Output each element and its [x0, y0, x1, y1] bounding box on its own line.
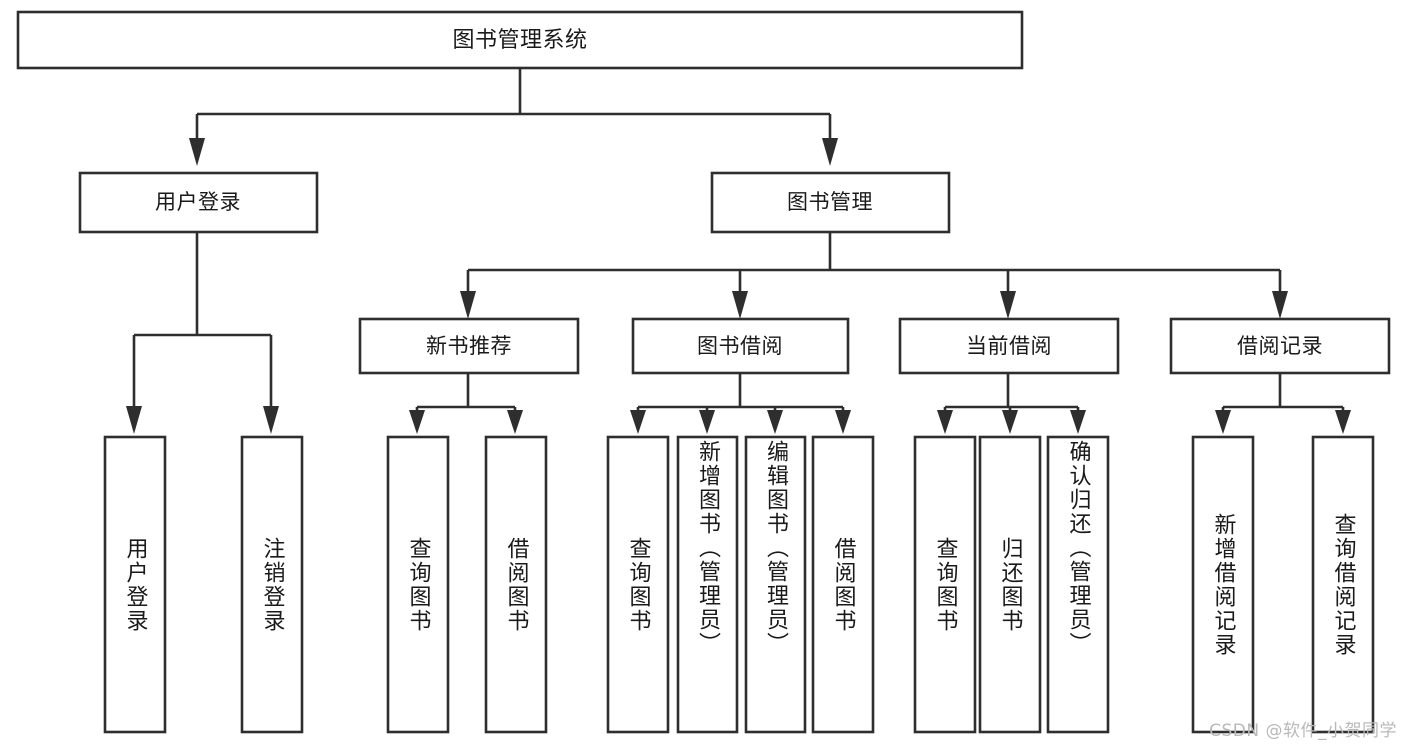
leaf-box-cb-2[interactable] [1046, 435, 1110, 734]
arrow-head-bb-1 [699, 410, 715, 434]
node-book-management[interactable]: 图书管理 [710, 171, 951, 234]
leaf-box-bb-0[interactable] [606, 435, 670, 734]
leaf-box-br-0[interactable] [1191, 435, 1255, 734]
watermark-text: CSDN @软件_小贺同学 [1209, 721, 1397, 741]
leaf-box-cb-0[interactable] [913, 435, 977, 734]
leaf-box-br-1[interactable] [1311, 435, 1375, 734]
arrow-head-nb-0 [409, 410, 425, 434]
node-borrow-record-box[interactable] [1169, 317, 1391, 375]
node-user-login[interactable]: 用户登录 [78, 171, 319, 234]
arrow-head-bm-2 [1000, 291, 1016, 319]
node-book-borrow-box[interactable] [631, 317, 850, 375]
arrow-head-bb-3 [835, 410, 851, 434]
node-new-book-recommend-box[interactable] [358, 317, 580, 375]
leaf-box-nb-0[interactable] [386, 435, 450, 734]
leaf-boxes-borrow-record [1191, 435, 1375, 734]
leaf-boxes-book-borrow [606, 435, 875, 734]
leaf-boxes-current-borrow [913, 435, 1110, 734]
arrow-head-ul-1 [263, 406, 279, 434]
arrow-head-bm-0 [460, 291, 476, 319]
arrow-head-nb-1 [507, 410, 523, 434]
arrow-head-bb-0 [630, 410, 646, 434]
leaf-box-bb-2[interactable] [744, 435, 807, 734]
node-current-borrow-label: 当前借阅 [966, 334, 1052, 358]
connector-group-book-borrow [630, 373, 851, 434]
leaf-box-bb-3[interactable] [811, 435, 875, 734]
arrow-head-br-1 [1335, 410, 1351, 434]
arrow-head-br-0 [1215, 410, 1231, 434]
arrow-head-bm-3 [1272, 291, 1288, 319]
arrow-head-bb-2 [767, 410, 783, 434]
leaf-box-ul-1[interactable] [240, 435, 304, 734]
node-book-management-box[interactable] [710, 171, 951, 234]
node-borrow-record-label: 借阅记录 [1237, 334, 1323, 358]
arrow-head-ul-0 [126, 406, 142, 434]
arrow-head-bm-1 [732, 291, 748, 319]
connector-group-current-borrow [937, 373, 1086, 434]
connector-group-root [189, 68, 838, 166]
leaf-box-cb-1[interactable] [978, 435, 1042, 734]
node-root-label: 图书管理系统 [452, 28, 587, 53]
node-book-management-label: 图书管理 [787, 190, 873, 214]
arrow-head-book-mgmt [822, 138, 838, 166]
connector-group-user-login [126, 232, 279, 434]
node-root[interactable]: 图书管理系统 [16, 10, 1024, 70]
node-book-borrow[interactable]: 图书借阅 [631, 317, 850, 375]
leaf-boxes-user-login [103, 435, 304, 734]
node-user-login-box[interactable] [78, 171, 319, 234]
leaf-box-bb-1[interactable] [676, 435, 739, 734]
arrow-head-cb-2 [1070, 410, 1086, 434]
node-current-borrow[interactable]: 当前借阅 [898, 317, 1120, 375]
connector-group-new-book [409, 373, 523, 434]
node-new-book-recommend[interactable]: 新书推荐 [358, 317, 580, 375]
connector-group-book-mgmt [460, 232, 1288, 319]
node-current-borrow-box[interactable] [898, 317, 1120, 375]
arrow-head-user-login [189, 138, 205, 166]
arrow-head-cb-1 [1002, 410, 1018, 434]
node-root-box[interactable] [16, 10, 1024, 70]
leaf-box-ul-0[interactable] [103, 435, 167, 734]
leaf-boxes-new-book-recommend [386, 435, 548, 734]
connector-group-borrow-record [1215, 373, 1351, 434]
node-book-borrow-label: 图书借阅 [697, 334, 783, 358]
arrow-head-cb-0 [937, 410, 953, 434]
leaf-box-nb-1[interactable] [484, 435, 548, 734]
node-new-book-recommend-label: 新书推荐 [426, 334, 512, 358]
node-borrow-record[interactable]: 借阅记录 [1169, 317, 1391, 375]
node-user-login-label: 用户登录 [155, 190, 241, 214]
